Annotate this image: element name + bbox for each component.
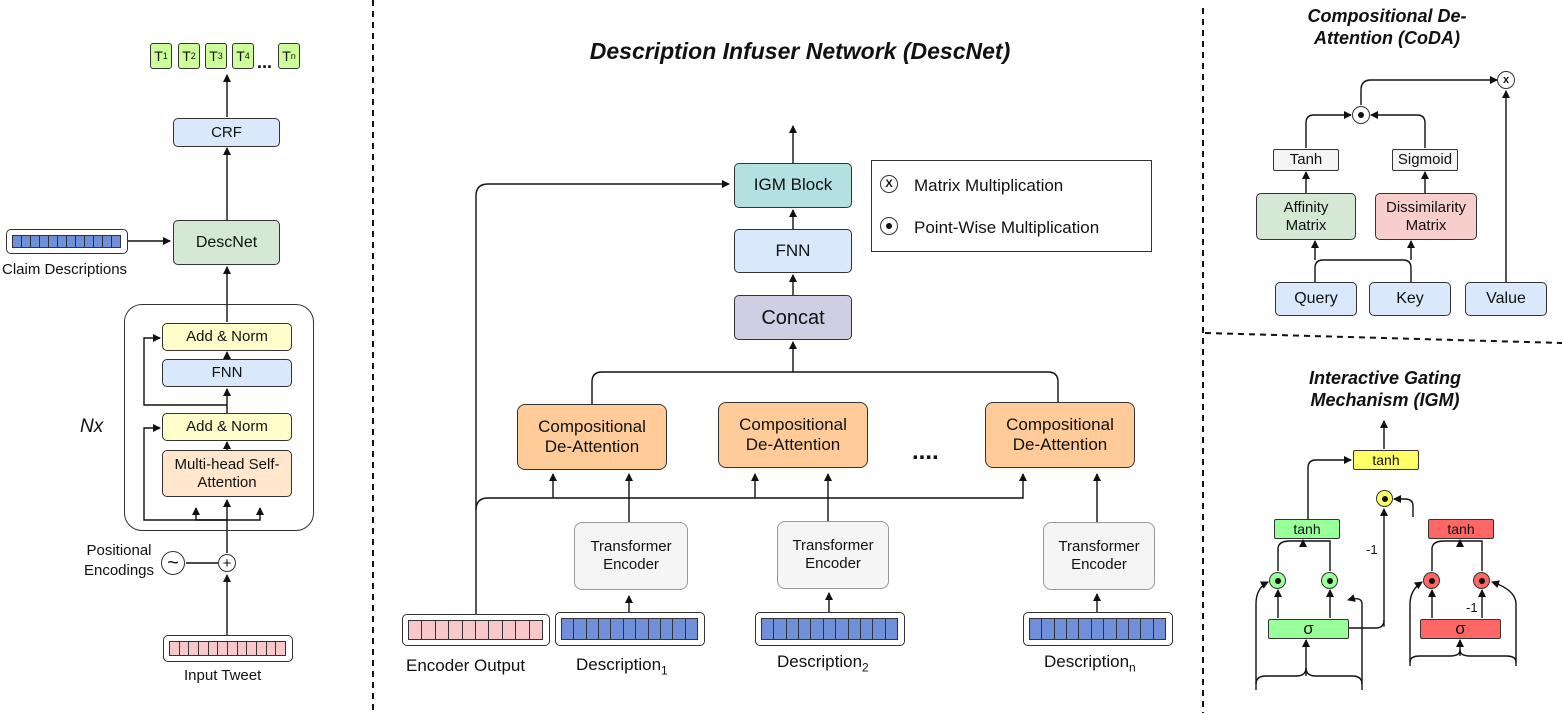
coda-box-1: Compositional De-Attention	[517, 404, 667, 470]
igm-tanh-left-box: tanh	[1274, 519, 1340, 539]
legend: X Matrix Multiplication Point-Wise Multi…	[871, 160, 1152, 252]
legend-pointwise-label: Point-Wise Multiplication	[914, 218, 1100, 237]
input-tweet-label: Input Tweet	[184, 667, 262, 684]
middle-fnn-box: FNN	[734, 229, 852, 273]
coda-pointwise-icon	[1352, 106, 1370, 124]
igm-right-pointwise-2-icon	[1473, 572, 1490, 589]
coda-tanh-box: Tanh	[1273, 149, 1339, 171]
transformer-encoder-1: Transformer Encoder	[574, 522, 688, 590]
igm-sigma-right-box: σ	[1420, 619, 1501, 639]
coda-box-n: Compositional De-Attention	[985, 402, 1135, 468]
sine-wave-icon: ~	[161, 551, 185, 575]
encoder-output-vector	[402, 614, 550, 646]
multi-head-self-attention-box: Multi-head Self-Attention	[162, 450, 292, 497]
igm-right-pointwise-1-icon	[1423, 572, 1440, 589]
add-norm-top-box: Add & Norm	[162, 323, 292, 351]
description-n-label: Descriptionn	[1044, 652, 1136, 675]
coda-matrix-multiply-icon: x	[1497, 71, 1515, 89]
nx-label: Nx	[80, 416, 104, 437]
igm-tanh-top-box: tanh	[1353, 450, 1419, 470]
dissimilarity-matrix-box: Dissimilarity Matrix	[1375, 193, 1477, 240]
transformer-encoder-n: Transformer Encoder	[1043, 522, 1155, 590]
crf-box: CRF	[173, 118, 280, 147]
coda-title: Compositional De-Attention (CoDA)	[1307, 6, 1467, 48]
encoder-layer-frame	[124, 304, 314, 531]
descnet-box: DescNet	[173, 220, 280, 265]
input-tweet-vector	[163, 635, 293, 662]
igm-left-pointwise-2-icon	[1321, 572, 1338, 589]
affinity-matrix-box: Affinity Matrix	[1256, 193, 1356, 240]
igm-sigma-left-box: σ	[1268, 619, 1349, 639]
description-2-vector	[755, 612, 905, 646]
igm-minus-one-label-b: -1	[1466, 600, 1478, 615]
igm-left-pointwise-1-icon	[1269, 572, 1286, 589]
query-box: Query	[1275, 282, 1357, 316]
add-norm-bottom-box: Add & Norm	[162, 413, 292, 441]
encoder-fnn-box: FNN	[162, 359, 292, 387]
description-1-label: Description1	[576, 655, 668, 678]
description-2-label: Description2	[777, 652, 869, 675]
igm-minus-one-label-a: -1	[1366, 542, 1378, 557]
positional-encodings-label: Positional Encodings	[83, 542, 155, 579]
igm-title: Interactive Gating Mechanism (IGM)	[1308, 368, 1462, 410]
pointwise-multiplication-icon	[880, 217, 898, 235]
igm-tanh-right-box: tanh	[1428, 519, 1494, 539]
value-box: Value	[1465, 282, 1547, 316]
key-box: Key	[1369, 282, 1451, 316]
description-1-vector	[555, 612, 705, 646]
legend-matrix-label: Matrix Multiplication	[914, 176, 1064, 195]
concat-box: Concat	[734, 295, 852, 340]
coda-ellipsis: ....	[912, 438, 939, 465]
add-icon: +	[218, 554, 236, 572]
descnet-title: Description Infuser Network (DescNet)	[589, 38, 1011, 64]
igm-gate-pointwise-icon	[1376, 490, 1393, 507]
description-n-vector	[1023, 612, 1173, 646]
coda-box-2: Compositional De-Attention	[718, 402, 868, 468]
coda-sigmoid-box: Sigmoid	[1392, 149, 1458, 171]
claim-descriptions-vector	[6, 229, 128, 254]
divider-horizontal	[1204, 332, 1562, 344]
igm-block-box: IGM Block	[734, 163, 852, 208]
token-ellipsis: ...	[257, 52, 273, 72]
encoder-output-label: Encoder Output	[406, 656, 526, 675]
transformer-encoder-2: Transformer Encoder	[777, 521, 889, 589]
claim-descriptions-label: Claim Descriptions	[2, 261, 128, 278]
matrix-multiplication-icon: X	[880, 175, 898, 193]
